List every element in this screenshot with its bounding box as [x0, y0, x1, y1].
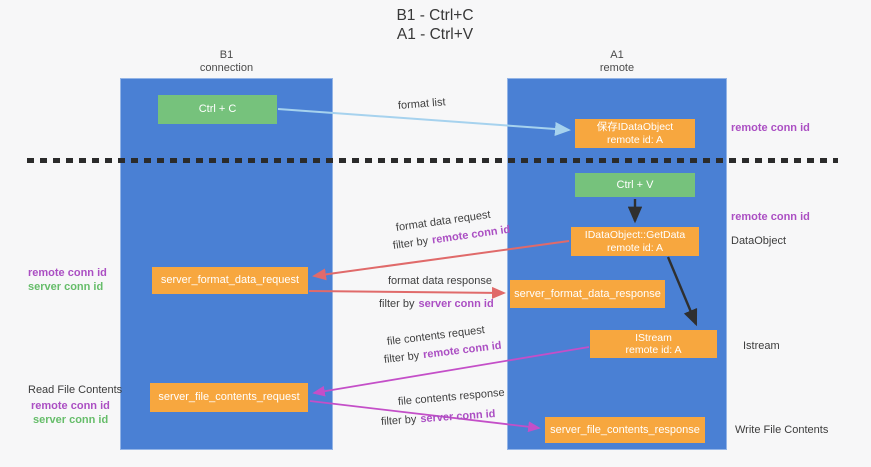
server-format-data-response-box: server_format_data_response	[510, 280, 665, 308]
istream-line1: IStream	[635, 331, 672, 344]
lifeline-a1-name: A1	[610, 49, 624, 61]
save-idataobject-box: 保存IDataObject remote id: A	[575, 119, 695, 148]
lifeline-a1-role: remote	[599, 62, 635, 74]
diagram-title: B1 - Ctrl+C A1 - Ctrl+V	[285, 6, 585, 44]
save-idataobject-line1: 保存IDataObject	[596, 121, 674, 133]
server-file-contents-response-box: server_file_contents_response	[545, 417, 705, 443]
server-conn-id-annotation-left-1: server conn id	[28, 281, 104, 293]
server-file-contents-request-label: server_file_contents_request	[158, 391, 300, 403]
remote-conn-id-annotation-left-2: remote conn id	[31, 400, 110, 412]
format-data-response-label: format data response	[388, 275, 492, 287]
istream-box: IStream remote id: A	[590, 330, 717, 358]
arrow-format-list	[277, 108, 571, 136]
arrow-file-contents-response	[309, 400, 541, 433]
ctrl-c-box: Ctrl + C	[158, 95, 277, 124]
phase-divider-dashed-line	[27, 158, 838, 163]
server-conn-id-annotation-left-2: server conn id	[33, 414, 109, 426]
ctrl-v-label: Ctrl + V	[616, 178, 654, 191]
lifeline-b1-name: B1	[219, 49, 234, 61]
server-conn-id-text: server conn id	[418, 298, 494, 310]
arrow-format-data-request	[312, 240, 570, 281]
arrow-getdata-to-istream	[666, 256, 698, 327]
remote-conn-id-annotation-top: remote conn id	[731, 122, 810, 134]
istream-line2: remote id: A	[625, 344, 682, 356]
remote-conn-id-annotation-mid: remote conn id	[731, 211, 810, 223]
server-file-contents-response-label: server_file_contents_response	[550, 423, 700, 436]
read-file-contents-annotation: Read File Contents	[28, 384, 123, 396]
title-line-1: B1 - Ctrl+C	[396, 7, 474, 24]
ctrl-c-label: Ctrl + C	[198, 103, 237, 115]
server-format-data-request-box: server_format_data_request	[152, 267, 308, 294]
dataobject-annotation: DataObject	[731, 235, 787, 247]
filter-by-text: filter by	[379, 298, 415, 310]
lifeline-b1-role: connection	[199, 62, 254, 74]
idataobject-getdata-box: IDataObject::GetData remote id: A	[571, 227, 699, 256]
getdata-line1: IDataObject::GetData	[584, 229, 686, 241]
remote-conn-id-annotation-left-1: remote conn id	[28, 267, 107, 279]
arrow-format-data-response	[308, 286, 506, 299]
server-file-contents-request-box: server_file_contents_request	[150, 383, 308, 412]
getdata-line2: remote id: A	[606, 241, 664, 254]
filter-by-text: filter by	[380, 413, 417, 428]
write-file-contents-annotation: Write File Contents	[735, 424, 829, 436]
lifeline-header-a1: A1 remote	[507, 49, 727, 75]
istream-annotation: Istream	[743, 340, 780, 352]
save-idataobject-line2: remote id: A	[606, 133, 664, 146]
server-format-data-request-label: server_format_data_request	[160, 274, 300, 286]
lifeline-header-b1: B1 connection	[120, 49, 333, 75]
server-format-data-response-label: server_format_data_response	[514, 287, 661, 300]
title-line-2: A1 - Ctrl+V	[396, 26, 474, 43]
ctrl-v-box: Ctrl + V	[575, 173, 695, 197]
arrow-file-contents-request	[312, 346, 590, 397]
